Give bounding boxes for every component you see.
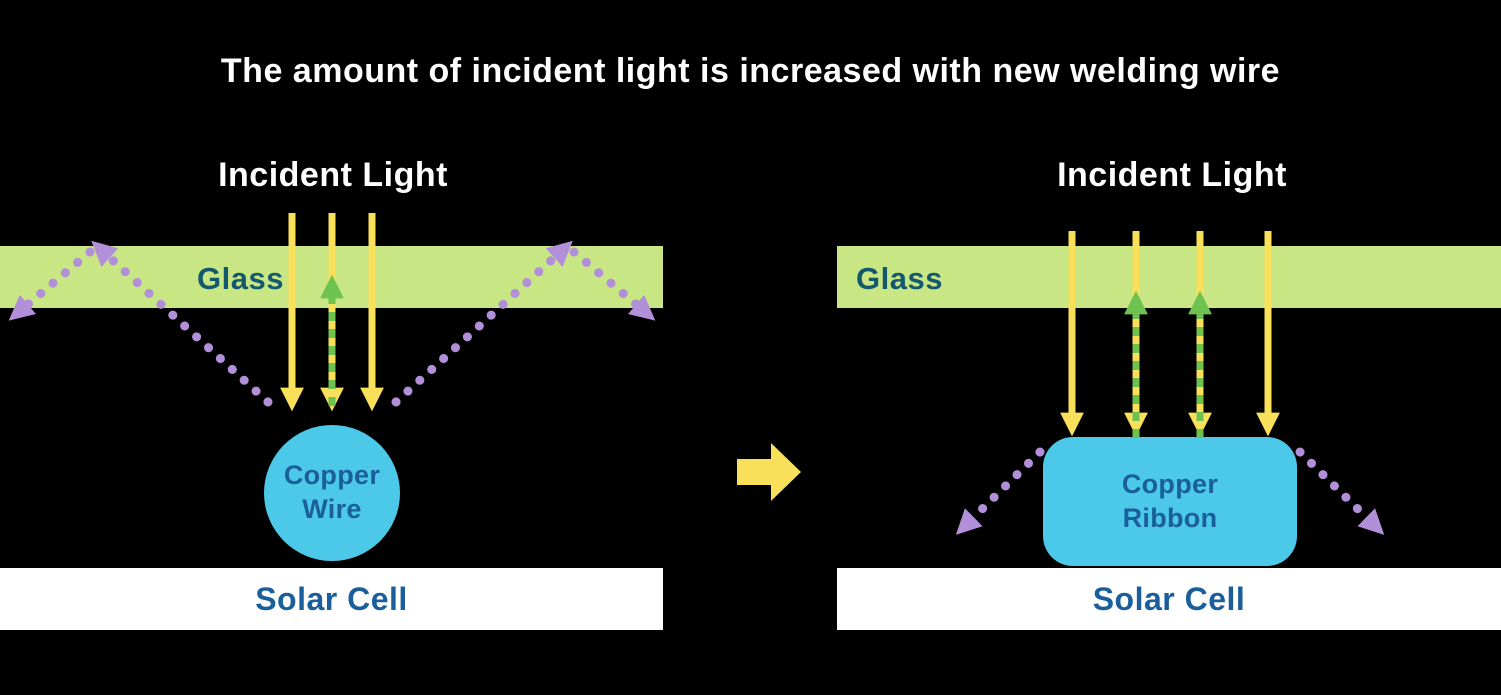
solar-cell-label-right: Solar Cell — [1092, 580, 1246, 617]
copper-wire-shape: Copper Wire — [264, 425, 400, 561]
solar-cell-layer-left: Solar Cell — [0, 568, 663, 630]
incident-light-label-right: Incident Light — [1057, 156, 1287, 194]
copper-wire-label: Copper Wire — [283, 460, 381, 524]
page-title: The amount of incident light is increase… — [220, 52, 1281, 90]
copper-ribbon-label: Copper Ribbon — [1121, 468, 1219, 533]
incident-light-label-left: Incident Light — [218, 156, 448, 194]
copper-ribbon-shape: Copper Ribbon — [1043, 437, 1297, 566]
glass-label-left: Glass — [197, 261, 284, 296]
transition-arrow — [737, 443, 801, 501]
glass-label-right: Glass — [856, 261, 943, 296]
solar-cell-label-left: Solar Cell — [255, 580, 408, 617]
scattered-ray-ribbon-right — [1295, 447, 1385, 535]
solar-cell-layer-right: Solar Cell — [837, 568, 1501, 630]
glass-layer-right — [837, 246, 1501, 308]
scattered-ray-ribbon-left — [955, 447, 1045, 535]
glass-layer-left — [0, 246, 663, 308]
